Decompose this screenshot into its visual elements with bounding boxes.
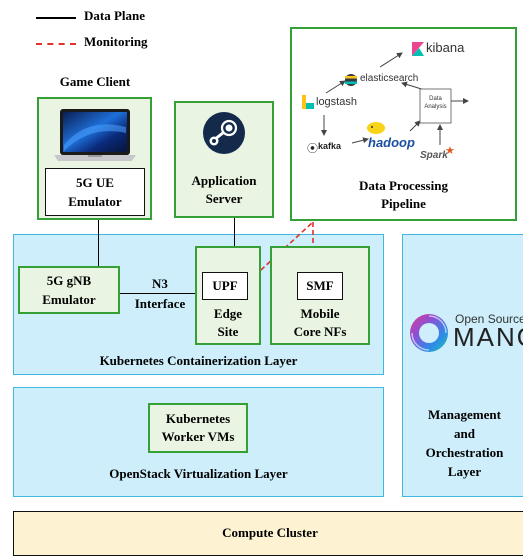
legend-data-plane-line bbox=[36, 17, 76, 19]
kibana-label: kibana bbox=[426, 40, 465, 55]
hadoop-label: hadoop bbox=[368, 135, 415, 150]
legend-data-plane-label: Data Plane bbox=[84, 8, 146, 23]
kibana-icon bbox=[412, 42, 424, 56]
mano-brand-line1: Open Source bbox=[455, 312, 523, 326]
mano-label-4: Layer bbox=[447, 464, 482, 479]
osm-logo-icon bbox=[410, 314, 448, 352]
ue-to-gnb-link bbox=[98, 220, 99, 266]
pipeline-title-1: Data Processing bbox=[359, 178, 448, 193]
edge-site-label-2: Site bbox=[217, 324, 239, 339]
mano-layer bbox=[402, 234, 523, 497]
kafka-icon: ⦿ bbox=[307, 143, 318, 155]
upf-label: UPF bbox=[212, 278, 238, 293]
pipeline-arrows bbox=[321, 52, 469, 145]
compute-cluster-title: Compute Cluster bbox=[222, 525, 318, 540]
mano-label-2: and bbox=[454, 426, 475, 441]
game-client-title: Game Client bbox=[59, 74, 131, 89]
worker-vms-label-1: Kubernetes bbox=[165, 411, 231, 426]
mano-label-3: Orchestration bbox=[425, 445, 504, 460]
application-server-label-2: Server bbox=[205, 191, 243, 206]
ue-emulator-box bbox=[45, 168, 145, 216]
smf-box bbox=[297, 272, 343, 300]
pipeline-title-2: Pipeline bbox=[381, 196, 426, 211]
n3-interface-label-1: N3 bbox=[152, 276, 168, 291]
n3-interface-label-2: Interface bbox=[134, 296, 186, 311]
elasticsearch-icon bbox=[345, 74, 357, 86]
spark-star-icon: ★ bbox=[445, 145, 455, 157]
mano-label-1: Management bbox=[428, 407, 501, 422]
elasticsearch-label: elasticsearch bbox=[360, 73, 419, 84]
data-analysis-label-2: Analysis bbox=[424, 104, 447, 110]
logstash-label: logstash bbox=[316, 96, 357, 108]
logstash-icon bbox=[302, 95, 314, 109]
mobile-core-label-1: Mobile bbox=[300, 306, 340, 321]
kubernetes-layer-title: Kubernetes Containerization Layer bbox=[99, 353, 298, 368]
mobile-core-label-2: Core NFs bbox=[293, 324, 347, 339]
spark-label: Spark bbox=[420, 150, 448, 161]
gnb-to-upf-link bbox=[120, 293, 202, 294]
gnb-emulator-label-1: 5G gNB bbox=[46, 273, 92, 288]
mano-brand-line2: MANO bbox=[453, 322, 523, 352]
gnb-emulator-box bbox=[18, 266, 120, 314]
gnb-emulator-label-2: Emulator bbox=[42, 292, 96, 307]
worker-vms-label-2: Worker VMs bbox=[161, 429, 235, 444]
ue-emulator-label-1: 5G UE bbox=[76, 175, 114, 190]
application-server-label-1: Application bbox=[191, 173, 257, 188]
smf-label: SMF bbox=[306, 278, 334, 293]
legend-monitoring-label: Monitoring bbox=[84, 34, 148, 49]
worker-vms-box bbox=[148, 403, 248, 453]
pipeline-box bbox=[290, 27, 517, 221]
legend-monitoring-line bbox=[36, 43, 76, 45]
upf-box bbox=[202, 272, 248, 300]
steam-icon bbox=[203, 112, 245, 154]
ue-emulator-label-2: Emulator bbox=[68, 194, 122, 209]
appserver-to-upf-link bbox=[234, 218, 235, 272]
openstack-layer-title: OpenStack Virtualization Layer bbox=[109, 466, 288, 481]
data-analysis-label-1: Data bbox=[429, 96, 442, 102]
hadoop-elephant-icon bbox=[367, 122, 385, 134]
edge-site-label-1: Edge bbox=[213, 306, 243, 321]
laptop-icon bbox=[54, 109, 136, 161]
kafka-label: kafka bbox=[318, 141, 342, 151]
